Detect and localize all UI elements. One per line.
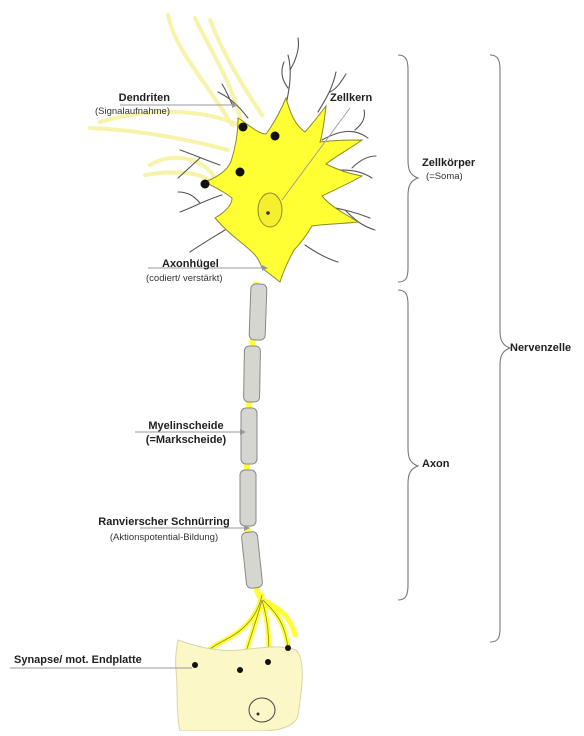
synapse-label: Synapse/ mot. Endplatte [14,654,142,666]
node-of-ranvier-sublabel: (Aktionspotential-Bildung) [76,532,252,543]
dendrites-sublabel: (Signalaufnahme) [95,106,170,117]
myelin-label: Myelinscheide [130,420,242,432]
braces [398,55,510,642]
soma-label: Zellkörper [422,157,475,169]
neuron-label: Nervenzelle [510,342,571,354]
node-of-ranvier-label: Ranvierscher Schnürring [76,516,252,528]
dendrites-label: Dendriten [119,92,170,104]
axon-label: Axon [422,458,450,470]
soma-sublabel: (=Soma) [426,171,463,182]
myelin-sublabel: (=Markscheide) [130,434,242,446]
nucleus [258,193,282,227]
nucleolus [266,211,270,215]
nucleus-label: Zellkern [330,92,372,104]
cell-body [205,98,362,282]
target-cell [176,640,303,731]
axon-hillock-sublabel: (codiert/ verstärkt) [146,273,223,284]
axon-hillock-label: Axonhügel [162,258,219,270]
